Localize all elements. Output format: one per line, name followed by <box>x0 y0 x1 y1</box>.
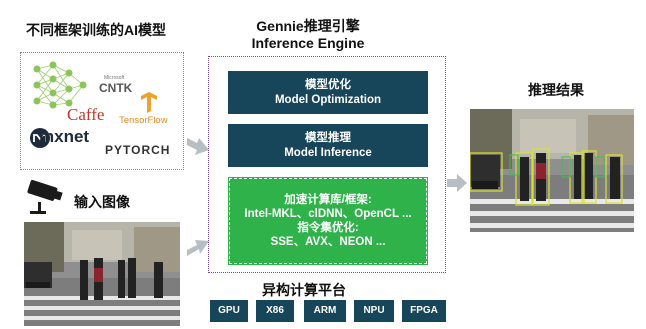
caffe-logo: Caffe <box>67 105 105 124</box>
hardware-gpu: GPU <box>210 300 248 322</box>
frameworks-title: 不同框架训练的AI模型 <box>26 22 166 38</box>
model-inference-block: 模型推理 Model Inference <box>228 124 428 167</box>
arrow-input-to-engine <box>187 240 209 256</box>
pytorch-logo: PYTORCH <box>105 143 171 157</box>
tensorflow-icon <box>141 92 157 113</box>
inference-engine-box <box>208 56 446 273</box>
arrow-frameworks-to-engine <box>187 138 209 155</box>
acceleration-line3: 指令集优化: <box>297 222 359 234</box>
tensorflow-logo: TensorFlow <box>119 115 168 126</box>
model-optimization-block: 模型优化 Model Optimization <box>228 71 428 114</box>
hardware-x86: X86 <box>256 300 294 322</box>
model-optimization-en: Model Optimization <box>274 93 382 106</box>
acceleration-line2: Intel-MKL、clDNN、OpenCL ... <box>244 208 412 220</box>
frameworks-box: Microsoft CNTK Caffe TensorFlow mxnet PY… <box>20 52 184 170</box>
mxnet-logo: mxnet <box>39 127 90 146</box>
result-image <box>470 109 634 232</box>
engine-title-en: Inference Engine <box>251 35 365 51</box>
acceleration-block: 加速计算库/框架: Intel-MKL、clDNN、OpenCL ... 指令集… <box>228 177 428 265</box>
hardware-arm: ARM <box>304 300 346 322</box>
hardware-title: 异构计算平台 <box>262 282 346 298</box>
mxnet-icon <box>30 128 50 148</box>
cntk-logo: CNTK <box>99 81 133 95</box>
input-image <box>24 222 180 326</box>
hardware-fpga: FPGA <box>402 300 446 322</box>
engine-title-cn: Gennie推理引擎 <box>256 18 360 34</box>
acceleration-line1: 加速计算库/框架: <box>284 194 372 206</box>
camera-icon <box>27 180 63 214</box>
input-title: 输入图像 <box>74 194 130 210</box>
cntk-logo-small: Microsoft <box>104 75 125 81</box>
arrow-engine-to-result <box>447 174 467 192</box>
hardware-npu: NPU <box>354 300 394 322</box>
model-optimization-cn: 模型优化 <box>305 78 351 91</box>
neural-network-icon <box>33 61 87 109</box>
acceleration-line4: SSE、AVX、NEON ... <box>270 236 386 248</box>
model-inference-cn: 模型推理 <box>305 131 351 144</box>
result-title: 推理结果 <box>528 82 584 98</box>
model-inference-en: Model Inference <box>284 146 372 159</box>
